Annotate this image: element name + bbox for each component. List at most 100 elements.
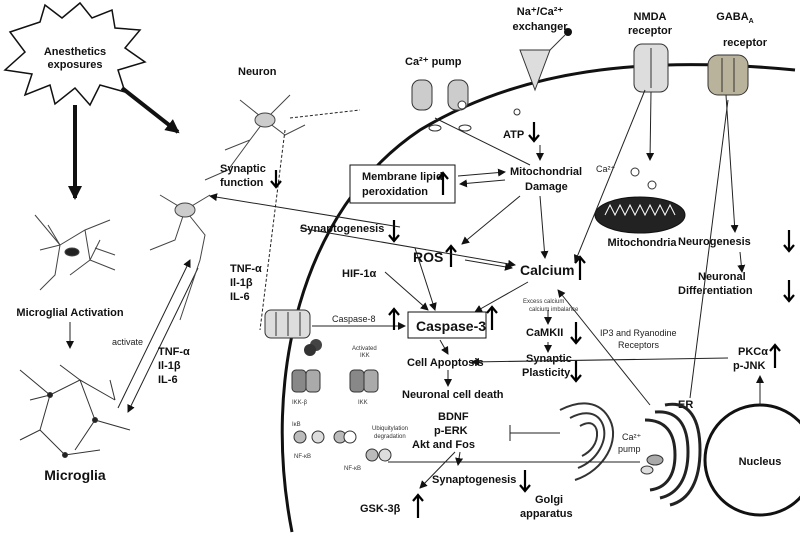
up-arrow-caspase3 (486, 305, 498, 330)
connector-lines (209, 89, 746, 489)
gaba-1: GABAA (716, 11, 753, 25)
gaba-receptor-icon (707, 54, 749, 96)
arrow-to-neuron (120, 86, 180, 134)
cytokine-micro-3: IL-6 (158, 374, 178, 386)
gsk-label: GSK-3β (360, 503, 401, 515)
bdnf-3: Akt and Fos (412, 439, 475, 451)
golgi-1: Golgi (535, 494, 563, 506)
synaptic-function-1: Synaptic (220, 163, 266, 175)
anesthetics-starburst (3, 1, 147, 107)
pjnk-label: p-JNK (733, 360, 765, 372)
neuron-icon-bottom (149, 194, 211, 321)
ubiquitylation-2: degradation (374, 434, 406, 440)
nmda-2: receptor (628, 25, 673, 37)
down-arrow-synaptogenesis-1 (388, 220, 400, 243)
up-arrow-caspase8 (388, 307, 400, 330)
bdnf-2: p-ERK (434, 425, 468, 437)
nfkb-pathway-icons (291, 344, 392, 462)
ikkb-label: IKK-β (292, 400, 308, 406)
nfkb-label-2: NF-κB (344, 466, 361, 472)
microglial-activation-label: Microglial Activation (16, 307, 123, 319)
gaba-name: GABA (716, 11, 748, 23)
nmda-receptor-icon (633, 43, 669, 93)
cytokine-micro-1: TNF-α (158, 346, 190, 358)
neurogenesis-label: Neurogenesis (678, 236, 751, 248)
up-arrow-lipid (437, 171, 449, 195)
excess-calcium-2: calcium imbalance (529, 307, 579, 313)
up-arrow-pkc (769, 343, 781, 368)
dashed-link-2 (259, 129, 286, 331)
down-arrow-plasticity (570, 360, 582, 383)
synaptogenesis-2: Synaptogenesis (432, 474, 516, 486)
bdnf-1: BDNF (438, 411, 469, 423)
synaptic-plasticity-1: Synaptic (526, 353, 572, 365)
neuron-icon-top (204, 94, 306, 181)
dashed-link (289, 109, 361, 119)
anesthetics-label-1: Anesthetics (44, 46, 106, 58)
tnf-receptor-icon (264, 309, 322, 351)
mitochondria-label: Mitochondria (607, 237, 677, 249)
cytokine-neuron-1: TNF-α (230, 263, 262, 275)
anesthetics-label-2: exposures (47, 59, 102, 71)
neuronal-death-label: Neuronal cell death (402, 389, 504, 401)
golgi-icon (559, 402, 615, 481)
na-ca-exchanger-icon (513, 28, 572, 116)
up-arrow-ros (445, 244, 457, 267)
ikb-label: IκB (292, 422, 301, 428)
ca2-mito-label: Ca²⁺ (596, 164, 616, 174)
activated-ikk-2: IKK (360, 353, 370, 359)
membrane-lipid-2: peroxidation (362, 186, 428, 198)
caspase3-box (407, 311, 487, 339)
cytokine-neuron-3: IL-6 (230, 291, 250, 303)
up-arrow-gsk (412, 493, 424, 518)
caspase8-label: Caspase-8 (332, 314, 376, 324)
camkii-label: CaMKII (526, 327, 563, 339)
down-arrow-atp (528, 122, 540, 143)
mito-damage-1: Mitochondrial (510, 166, 582, 178)
cytokine-neuron-2: Il-1β (230, 277, 253, 289)
down-arrow-synaptic-function (270, 170, 282, 189)
ip3-2: Receptors (618, 340, 660, 350)
synaptogenesis-1: Synaptogenesis (300, 223, 384, 235)
microglia-cluster-icon (19, 364, 131, 458)
arrow-cytokines-back (127, 267, 199, 413)
mitochondria-icon (594, 167, 686, 234)
ip3-1: IP3 and Ryanodine (600, 328, 677, 338)
arrow-activate (117, 259, 191, 409)
na-ca-exchanger-1: Na⁺/Ca²⁺ (517, 6, 564, 18)
pkc-label: PKCα (738, 346, 768, 358)
cytokine-micro-2: Il-1β (158, 360, 181, 372)
ikk-label: IKK (358, 400, 368, 406)
mito-damage-2: Damage (525, 181, 568, 193)
calcium-label: Calcium (520, 262, 574, 278)
membrane-lipid-box (349, 164, 456, 204)
ros-label: ROS (413, 249, 443, 265)
ubiquitylation-1: Ubiquitylation (372, 426, 408, 432)
neuronal-diff-1: Neuronal (698, 271, 746, 283)
synaptic-function-2: function (220, 177, 264, 189)
nmda-1: NMDA (634, 11, 667, 23)
membrane-lipid-1: Membrane lipid (362, 171, 443, 183)
ca-pump-bottom-icon (640, 454, 664, 475)
up-arrow-calcium (574, 255, 586, 280)
hif-label: HIF-1α (342, 268, 377, 280)
caspase3-label: Caspase-3 (416, 318, 486, 334)
down-arrow-neurogenesis (783, 230, 795, 253)
down-arrow-neuronal-diff (783, 280, 795, 303)
ca-pump-top-label: Ca²⁺ pump (405, 56, 462, 68)
neuron-label: Neuron (238, 66, 277, 78)
gaba-subscript: A (749, 18, 754, 25)
activated-ikk-1: Activated (352, 346, 377, 352)
microglia-activated-icon (34, 214, 116, 291)
synaptic-plasticity-2: Plasticity (522, 367, 571, 379)
excess-calcium-1: Excess calcium (523, 299, 564, 305)
ca-pump-bottom-2: pump (618, 444, 641, 454)
cell-apoptosis-label: Cell Apoptosis (407, 357, 484, 369)
golgi-2: apparatus (520, 508, 573, 520)
atp-label: ATP (503, 129, 524, 141)
down-arrow-synaptogenesis-2 (519, 470, 531, 493)
neuronal-diff-2: Differentiation (678, 285, 753, 297)
down-arrow-camkii (570, 322, 582, 345)
er-label: ER (678, 399, 693, 411)
